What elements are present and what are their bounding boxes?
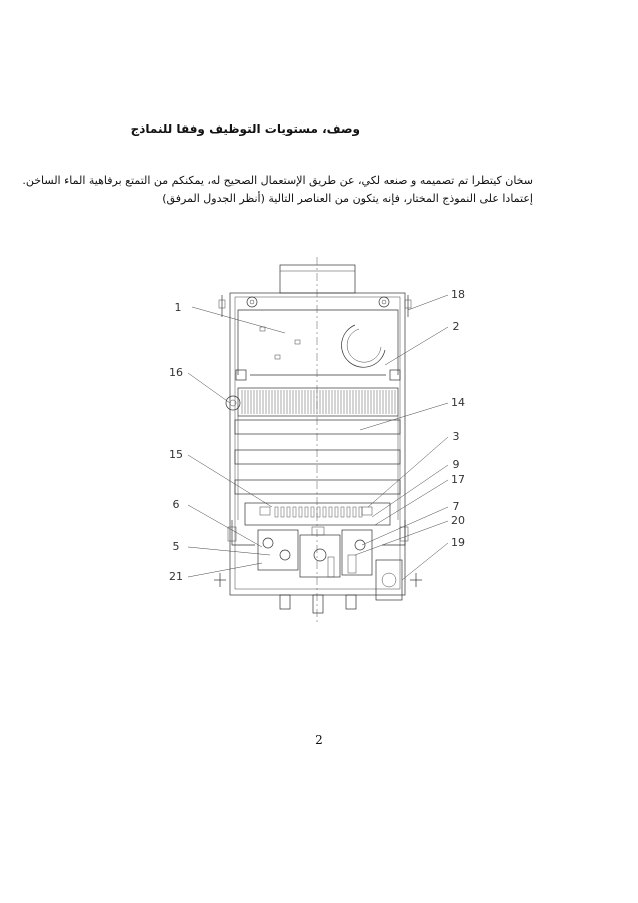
burner-jet — [334, 506, 339, 518]
burner-jet — [322, 506, 327, 518]
callout-label: 5 — [173, 540, 180, 553]
gas-valve — [257, 529, 299, 571]
callout-label: 3 — [453, 430, 460, 443]
callout-label: 15 — [169, 448, 183, 461]
water-inlet — [312, 594, 324, 614]
intro-paragraph: سخان كيتطرا تم تصميمه و صنعه لكي، عن طري… — [22, 172, 533, 208]
section-heading: وصف، مستويات التوظيف وفقا للنماذج — [130, 122, 360, 136]
burner-jet — [310, 506, 315, 518]
hot-water-outlet — [345, 594, 357, 610]
callout-label: 7 — [453, 500, 460, 513]
callout-label: 20 — [451, 514, 465, 527]
burner-jet — [358, 506, 363, 518]
burner-jet — [340, 506, 345, 518]
smoke-hood — [237, 309, 399, 375]
thermal-fuse — [225, 395, 241, 411]
callout-label: 9 — [453, 458, 460, 471]
burner-jet — [304, 506, 309, 518]
flue-fan-arc — [341, 324, 386, 368]
gas-inlet — [279, 594, 291, 610]
flue-outlet — [279, 264, 356, 294]
water-heater-diagram: 1 16 15 6 5 21 18 2 14 3 9 17 7 20 19 — [169, 257, 465, 625]
battery-box — [375, 559, 403, 601]
burner-jet — [292, 506, 297, 518]
callout-label: 17 — [451, 473, 465, 486]
burner-jet — [274, 506, 279, 518]
control-block — [341, 529, 373, 576]
page-number: 2 — [315, 733, 323, 747]
callout-label: 6 — [173, 498, 180, 511]
burner-jet — [316, 506, 321, 518]
callout-label: 1 — [175, 301, 182, 314]
intro-line-2: إعتمادا على النموذج المختار، فإنه يتكون … — [162, 192, 533, 205]
burner-jet — [346, 506, 351, 518]
burner-jet — [352, 506, 357, 518]
intro-line-1: سخان كيتطرا تم تصميمه و صنعه لكي، عن طري… — [22, 174, 533, 187]
burner-jet — [298, 506, 303, 518]
burner-jet — [280, 506, 285, 518]
callout-label: 18 — [451, 288, 465, 301]
burner-jet — [328, 506, 333, 518]
callout-label: 21 — [169, 570, 183, 583]
callout-label: 19 — [451, 536, 465, 549]
burner-jet — [286, 506, 291, 518]
callout-label: 16 — [169, 366, 183, 379]
heat-exchanger — [237, 387, 399, 417]
burner — [244, 502, 391, 526]
callout-label: 14 — [451, 396, 465, 409]
callout-label: 2 — [453, 320, 460, 333]
